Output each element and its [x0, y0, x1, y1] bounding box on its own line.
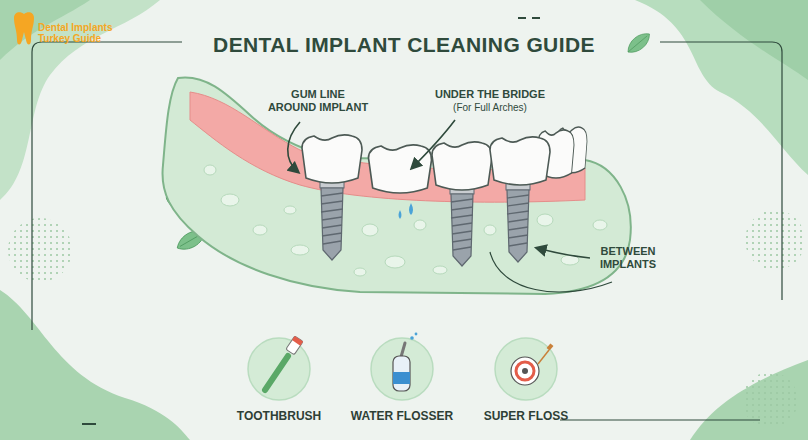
corner-blobs [700, 0, 808, 80]
tool-node: SUPER FLOSS [464, 334, 588, 426]
bone-texture [433, 266, 447, 274]
bone-texture [204, 165, 216, 175]
toothbrush-icon [265, 336, 303, 390]
bone-texture [362, 224, 378, 236]
toothbrush-icon [292, 336, 303, 346]
leader-lines [288, 122, 300, 172]
frame-lines [32, 18, 782, 424]
frame-lines [660, 42, 782, 300]
tool-circle [248, 338, 310, 400]
frame-lines [560, 419, 760, 420]
toothbrush-icon [265, 356, 288, 390]
bone-texture [221, 194, 239, 206]
water-flosser-icon [393, 372, 410, 384]
logo-tooth [14, 12, 34, 44]
toothbrush-icon [286, 336, 303, 355]
callout-label: UNDER THE BRIDGE [425, 88, 555, 101]
leader-lines [412, 120, 455, 168]
super-floss-icon [511, 343, 553, 385]
tool-node: WATER FLOSSER [340, 334, 464, 426]
crowns [302, 135, 362, 183]
bone-texture [484, 225, 496, 235]
super-floss-icon [511, 357, 539, 385]
water-flosser-icon [401, 343, 405, 357]
bone-texture [414, 220, 426, 230]
super-floss-icon [547, 343, 554, 350]
tool-node: TOOTHBRUSH [217, 334, 341, 426]
dot-patterns [8, 218, 72, 282]
bone-texture [385, 256, 405, 268]
bone-texture [291, 245, 309, 255]
title: DENTAL IMPLANT CLEANING GUIDE [184, 33, 624, 57]
water-drops [399, 203, 414, 219]
bone-texture [537, 214, 553, 226]
implant-screws [506, 182, 530, 262]
super-floss-icon [516, 362, 534, 380]
corner-blobs [0, 290, 190, 440]
water-drops [409, 203, 413, 215]
callout-note: (For Full Arches) [425, 102, 555, 114]
crowns [432, 142, 492, 190]
water-flosser-icon [393, 356, 410, 391]
bone-texture [253, 225, 267, 235]
logo-text: Dental Implants Turkey Guide [38, 22, 120, 44]
water-flosser-icon [415, 333, 418, 336]
water-flosser-icon [410, 336, 414, 340]
tool-label: TOOTHBRUSH [217, 409, 341, 423]
tool-label: SUPER FLOSS [464, 409, 588, 423]
crowns [369, 145, 432, 193]
frame-lines [82, 423, 96, 425]
callout-label: GUM LINE AROUND IMPLANT [266, 88, 370, 113]
tool-label: WATER FLOSSER [340, 409, 464, 423]
water-drops [399, 210, 402, 219]
super-floss-icon [538, 350, 549, 364]
jaw-illustration [162, 77, 630, 294]
tool-circle [371, 338, 433, 400]
bone-texture [284, 206, 296, 214]
bone-texture [354, 268, 366, 276]
water-flosser-icon [393, 333, 417, 391]
bone-texture [593, 220, 607, 230]
tool-circle [495, 338, 557, 400]
corner-blobs [0, 0, 160, 200]
implant-screws [450, 186, 474, 266]
toothbrush-icon [286, 336, 303, 355]
crowns [490, 137, 550, 185]
dot-patterns [745, 210, 805, 270]
leader-lines [288, 120, 612, 292]
implant-screws [320, 180, 344, 260]
leaves [624, 29, 654, 57]
crowns [302, 127, 587, 193]
leader-lines [490, 252, 612, 292]
frame-lines [518, 17, 540, 19]
super-floss-icon [522, 368, 528, 374]
jaw-bone [162, 77, 630, 294]
logo-tooth [14, 12, 34, 44]
corner-blobs [690, 360, 808, 440]
implant-screws [320, 180, 530, 266]
leader-lines [537, 248, 590, 258]
frame-lines [32, 42, 182, 330]
callout-label: BETWEEN IMPLANTS [592, 245, 664, 270]
